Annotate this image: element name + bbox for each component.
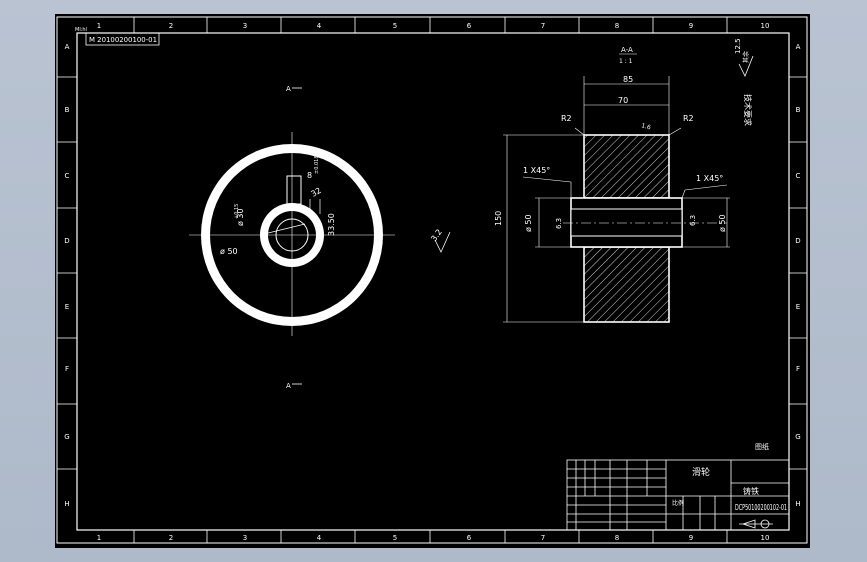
keyway-tol: ±0.018 [314, 155, 320, 174]
col-label: 10 [761, 534, 770, 542]
row-label: C [65, 172, 70, 180]
row-label: F [65, 365, 69, 373]
col-label: 2 [169, 534, 173, 542]
col-label: 4 [317, 534, 322, 542]
section-mark-bottom: A [286, 382, 291, 390]
col-label: 6 [467, 534, 472, 542]
shaft-dim: ø 50 [220, 247, 238, 256]
part-name: 滑轮 [692, 466, 710, 478]
drawing-sheet: 1 2 3 4 5 6 7 8 9 10 1 2 3 4 5 6 7 8 9 1… [56, 16, 808, 544]
col-label: 5 [393, 534, 397, 542]
dim-overall-width: 85 [623, 75, 633, 84]
tech-requirements: 技术要求 [743, 94, 753, 126]
bore-dim: ø 30 [236, 208, 245, 226]
col-label: 3 [243, 22, 247, 30]
roughness-corner: 12.5 [734, 38, 742, 54]
drawing-number: DCP50100200102-01 [735, 503, 787, 512]
row-label: G [64, 433, 69, 441]
dim-chamfer-left: 1 X45° [523, 166, 550, 175]
col-label: 8 [615, 534, 619, 542]
zone-ticks [57, 17, 807, 543]
col-label: 7 [541, 534, 545, 542]
cad-viewport[interactable]: 1 2 3 4 5 6 7 8 9 10 1 2 3 4 5 6 7 8 9 1… [55, 14, 810, 548]
bore-tol: +0.15 [234, 204, 240, 219]
roughness-left: 6.3 [555, 218, 563, 229]
row-label: E [65, 303, 69, 311]
row-label: F [796, 365, 800, 373]
row-label: E [796, 303, 800, 311]
drawing-no-tab-text: M 20100200100-01 [89, 36, 157, 44]
hub-dim: 33.50 [327, 213, 336, 236]
corner-note: 其余 [742, 51, 750, 63]
row-label: D [795, 237, 800, 245]
col-label: 8 [615, 22, 619, 30]
keyway-dim: 8 [307, 171, 312, 180]
col-label: 4 [317, 22, 322, 30]
row-label: H [64, 500, 69, 508]
col-label: 3 [243, 534, 247, 542]
col-label: 9 [689, 534, 693, 542]
scale-label: 比例 [672, 499, 684, 507]
row-label: B [65, 106, 70, 114]
roughness-top: 1.6 [640, 122, 651, 131]
roughness-mid: 3.2 [429, 228, 444, 244]
row-label: A [796, 43, 801, 51]
dim-hub-right: ø 50 [718, 214, 727, 232]
col-label: 5 [393, 22, 397, 30]
col-label: 1 [97, 22, 101, 30]
section-mark-top: A [286, 85, 291, 93]
dim-hub-left: ø 50 [524, 214, 533, 232]
row-label: H [795, 500, 800, 508]
section-scale: 1 : 1 [619, 58, 633, 65]
company-name: 图纸 [755, 442, 769, 451]
dim-diameter-overall: 150 [494, 211, 503, 226]
dim-rim-width: 70 [618, 96, 628, 105]
material: 铸铁 [743, 486, 759, 496]
col-label: 9 [689, 22, 693, 30]
front-view [189, 132, 395, 336]
drawing-no-tab-small: Ml:hl [75, 27, 87, 33]
col-label: 2 [169, 22, 173, 30]
col-label: 6 [467, 22, 472, 30]
row-label: D [64, 237, 69, 245]
roughness-mid-symbol [434, 231, 451, 253]
drawing-no-tab [85, 32, 160, 46]
section-title: A-A [621, 46, 633, 54]
outer-frame [56, 16, 808, 544]
roughness-corner-symbol [738, 55, 754, 77]
roughness-right: 6.3 [689, 215, 697, 226]
inner-frame [76, 32, 790, 531]
section-view [503, 76, 730, 323]
dim-chamfer-right: 1 X45° [696, 174, 723, 183]
dim-radius-right: R2 [683, 114, 694, 123]
col-label: 7 [541, 22, 545, 30]
row-label: B [796, 106, 801, 114]
projection-symbol [739, 519, 773, 529]
col-label: 1 [97, 534, 101, 542]
keyway-depth: 32 [310, 186, 323, 199]
title-block [566, 459, 790, 531]
row-label: A [65, 43, 70, 51]
row-label: G [795, 433, 800, 441]
row-label: C [796, 172, 801, 180]
dim-radius-left: R2 [561, 114, 572, 123]
col-label: 10 [761, 22, 770, 30]
